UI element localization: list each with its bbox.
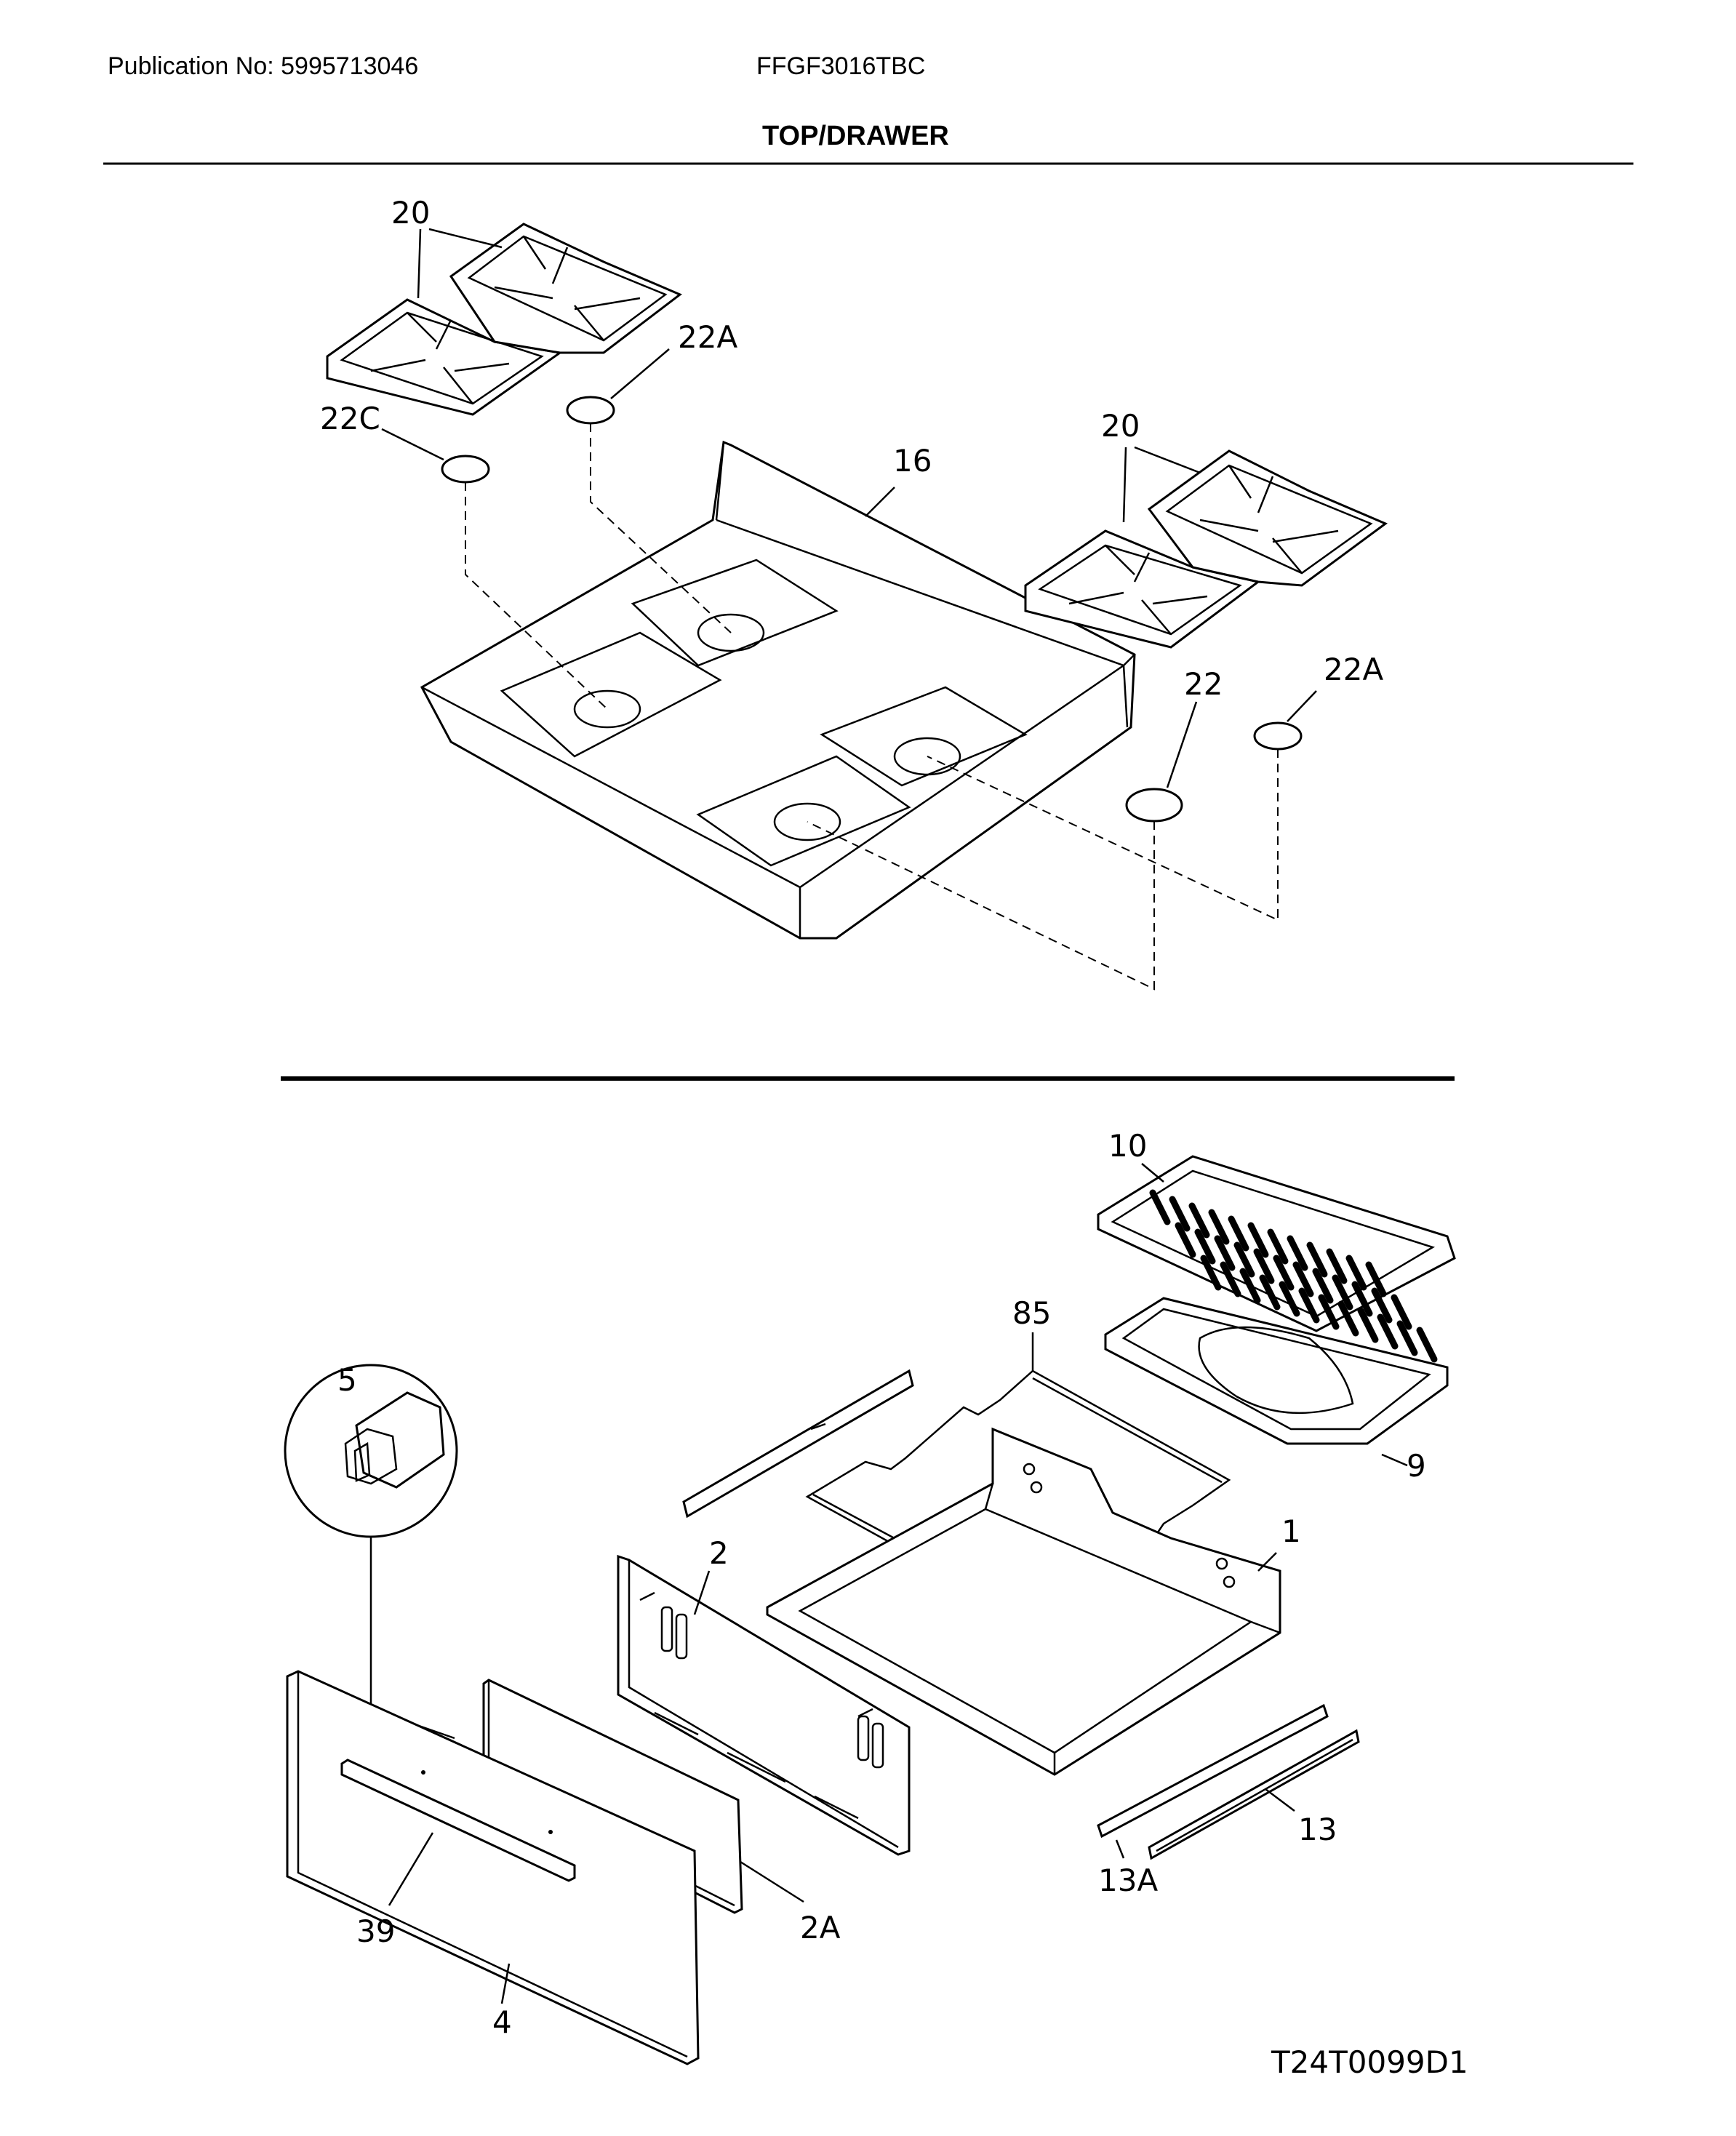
grate-back-right [1147, 449, 1388, 587]
burner-cap-22a-left [566, 396, 615, 425]
callout-13a: 13A [1098, 1863, 1158, 1898]
broiler-slot [1345, 1255, 1367, 1291]
drawer-front [286, 1670, 700, 2065]
drawer-slides-right [1097, 1703, 1360, 1860]
publication-number: Publication No: 5995713046 [108, 52, 419, 80]
broiler-slot [1396, 1320, 1418, 1356]
broiler-slot [1233, 1241, 1255, 1278]
broiler-slot [1273, 1255, 1295, 1291]
broiler-slot [1214, 1235, 1236, 1271]
callout-9: 9 [1407, 1448, 1426, 1484]
broiler-slot [1306, 1241, 1328, 1278]
burner-cap-22 [1125, 788, 1183, 823]
alignment-lines-top [465, 423, 1279, 991]
broiler-slot [1332, 1274, 1353, 1311]
broiler-slot [1377, 1313, 1399, 1350]
callout-1: 1 [1281, 1513, 1301, 1549]
broiler-slot [1169, 1196, 1191, 1232]
drawer-slide-rail-left [682, 1369, 914, 1519]
callout-39: 39 [356, 1913, 395, 1949]
callout-85: 85 [1012, 1295, 1051, 1331]
document-id: T24T0099D1 [1271, 2044, 1468, 2080]
grate-pair-left [326, 223, 682, 416]
callout-22a-right: 22A [1324, 652, 1383, 687]
broiler-slot [1351, 1281, 1373, 1317]
callout-10: 10 [1108, 1128, 1147, 1164]
callout-22a-left: 22A [678, 319, 737, 355]
grate-pair-right [1024, 449, 1388, 649]
broiler-slot [1149, 1189, 1171, 1225]
broiler-insert [1097, 1155, 1456, 1363]
callout-22: 22 [1184, 666, 1223, 702]
broiler-slot [1194, 1228, 1216, 1265]
callout-2a: 2A [800, 1910, 841, 1945]
broiler-slot [1208, 1209, 1230, 1245]
drawer-body [766, 1427, 1281, 1776]
section-title: TOP/DRAWER [762, 121, 949, 151]
broiler-slot [1292, 1261, 1314, 1297]
detail-circle-5 [284, 1364, 458, 1740]
callout-20-right: 20 [1101, 408, 1140, 444]
broiler-slot [1416, 1327, 1438, 1363]
callout-2: 2 [709, 1535, 729, 1571]
broiler-slot [1357, 1307, 1379, 1343]
broiler-slot [1253, 1248, 1275, 1284]
broiler-slot [1200, 1255, 1222, 1291]
leaders-top [381, 228, 1317, 788]
broiler-slot [1337, 1300, 1359, 1337]
callout-16: 16 [893, 443, 932, 479]
broiler-slot [1259, 1274, 1281, 1311]
broiler-slot [1391, 1294, 1412, 1330]
slide-13a [1097, 1703, 1329, 1839]
broiler-slot [1312, 1268, 1334, 1304]
callout-5: 5 [337, 1362, 357, 1398]
burner-cap-22c [441, 455, 490, 484]
broiler-slot [1287, 1235, 1308, 1271]
broiler-slot [1365, 1261, 1387, 1297]
broiler-pan [1104, 1297, 1449, 1445]
broiler-slot [1239, 1268, 1261, 1304]
broiler-slot [1298, 1287, 1320, 1324]
broiler-slot [1228, 1215, 1249, 1252]
drawer-handle [340, 1759, 576, 1882]
broiler-slot [1188, 1202, 1210, 1239]
callout-20-left: 20 [391, 195, 430, 231]
broiler-slot [1175, 1222, 1196, 1258]
model-number: FFGF3016TBC [756, 52, 926, 80]
broiler-slot [1267, 1228, 1289, 1265]
leaders-drawer [388, 1163, 1408, 2004]
drawer-back-panel [617, 1554, 911, 1856]
broiler-slot [1326, 1248, 1348, 1284]
callout-22c: 22C [320, 401, 380, 436]
broiler-slot [1318, 1294, 1340, 1330]
cooktop-main-top [420, 440, 1136, 940]
broiler-slot [1279, 1281, 1300, 1317]
broiler-slot [1247, 1222, 1269, 1258]
broiler-slot [1371, 1287, 1393, 1324]
callout-13: 13 [1298, 1812, 1337, 1847]
callout-4: 4 [492, 2004, 512, 2040]
broiler-slot [1220, 1261, 1241, 1297]
burner-cap-22a-right [1253, 721, 1303, 751]
grate-back-left [449, 223, 682, 354]
